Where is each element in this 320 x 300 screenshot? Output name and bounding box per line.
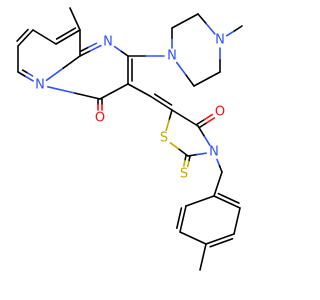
atom-labels: N N N N O O S S N bbox=[35, 33, 225, 182]
bond-pd-n1-a bbox=[184, 73, 195, 87]
bond-pc-pd bbox=[193, 71, 221, 87]
bond-pd-n1-b bbox=[175, 61, 187, 75]
bond-b2-b3 bbox=[233, 207, 241, 235]
bond-c4t-c5 bbox=[171, 109, 199, 127]
bond-me8-c8 bbox=[69, 7, 81, 31]
bond-c2t-s2-2-a bbox=[188, 155, 191, 163]
bond-pa-pb bbox=[171, 13, 199, 29]
bond-c12-n4-1-b bbox=[24, 75, 34, 82]
bond-b1-b2-1 bbox=[213, 195, 241, 209]
bond-n5-ch2-a bbox=[216, 158, 221, 167]
atom-label-o-pyrimidinone: O bbox=[95, 111, 105, 126]
bond-c5-s1-a bbox=[168, 109, 173, 121]
bond-c4t-o2t-2-b bbox=[203, 113, 213, 121]
bond-n4-c13-a bbox=[45, 67, 65, 82]
atom-label-n-bridgehead: N bbox=[35, 78, 45, 93]
bond-c13-n3-2-a bbox=[80, 46, 90, 52]
bond-b3-b4-2 bbox=[209, 238, 234, 248]
bond-pb-n2-a bbox=[197, 13, 208, 25]
atom-label-n-piperazine-top: N bbox=[167, 49, 177, 64]
bond-n2-me2-a bbox=[225, 30, 236, 37]
atom-label-n-piperazine-bottom: N bbox=[215, 33, 225, 48]
atom-label-o-thiazolidinone: O bbox=[215, 105, 225, 120]
bond-b6-b1 bbox=[185, 195, 215, 207]
atom-label-n-thiazolidine: N bbox=[209, 145, 219, 160]
bond-n3-c2-a bbox=[113, 45, 123, 53]
bond-b5-b6-1 bbox=[179, 205, 187, 233]
bond-c4t-o2t-2-a bbox=[196, 118, 206, 126]
bond-c9-c10 bbox=[32, 29, 57, 45]
bond-n2-me2-b bbox=[233, 25, 243, 32]
bond-c4t-o2t-1-a bbox=[198, 122, 208, 129]
bond-c10-c11-1 bbox=[17, 29, 34, 47]
bond-c12-n4-2-a bbox=[21, 69, 29, 74]
bond-c4t-o2t-1-b bbox=[205, 117, 216, 124]
bond-c4-n4-a bbox=[73, 92, 101, 100]
bond-b3-b4-1 bbox=[205, 233, 235, 245]
atom-label-s-ring: S bbox=[160, 131, 168, 146]
bond-b4-b5 bbox=[179, 231, 207, 245]
bond-c2t-s2-1-a bbox=[184, 154, 187, 162]
bond-c2t-s2-2-b bbox=[186, 160, 190, 168]
bond-b5-b6-2 bbox=[176, 207, 183, 229]
bond-b1-b2-2 bbox=[217, 192, 240, 204]
bond-n5-c4t-a bbox=[203, 134, 211, 146]
bond-c8-c9-2 bbox=[55, 27, 77, 40]
bond-cv-c5-1 bbox=[149, 95, 173, 111]
bond-pb-n2-b bbox=[205, 23, 216, 35]
bond-c10-c11-2 bbox=[16, 28, 29, 42]
bond-n4-c13-b bbox=[62, 55, 81, 69]
bond-c5-s1-b bbox=[165, 119, 170, 132]
bond-c8-c9-1 bbox=[55, 29, 81, 45]
atom-label-n-pyrimidine: N bbox=[103, 35, 113, 50]
bond-c3-cv bbox=[127, 83, 151, 97]
bond-c2t-n5-a bbox=[187, 153, 198, 157]
bonds bbox=[16, 7, 243, 271]
bond-c3-c4 bbox=[99, 83, 129, 100]
molecule-canvas: N N N N O O S S N bbox=[16, 7, 243, 271]
bond-c12-n4-2-b bbox=[26, 72, 34, 77]
bond-c13-n3-1-a bbox=[79, 49, 92, 57]
bond-c4-n4-b bbox=[46, 86, 75, 94]
bond-s1-c2t-b bbox=[178, 148, 189, 157]
bond-b4-meb bbox=[199, 243, 207, 271]
bond-cv-c5-2 bbox=[153, 93, 173, 106]
bond-n3-c2-b bbox=[120, 50, 129, 57]
bond-c13-n3-2-b bbox=[87, 42, 98, 49]
bond-c2t-s2-1-b bbox=[183, 159, 186, 167]
bond-n5-ch2-b bbox=[218, 164, 223, 173]
bond-ch2-b1 bbox=[213, 171, 223, 197]
atom-label-s-thioxo: S bbox=[180, 167, 188, 182]
bond-c12-n4-1-a bbox=[17, 71, 27, 78]
bond-s1-c2t-a bbox=[169, 142, 180, 151]
bond-c13-n3-1-b bbox=[89, 44, 102, 52]
molecule-structure: N N N N O O S S N bbox=[16, 7, 243, 271]
bond-c2t-n5-b bbox=[196, 152, 207, 156]
